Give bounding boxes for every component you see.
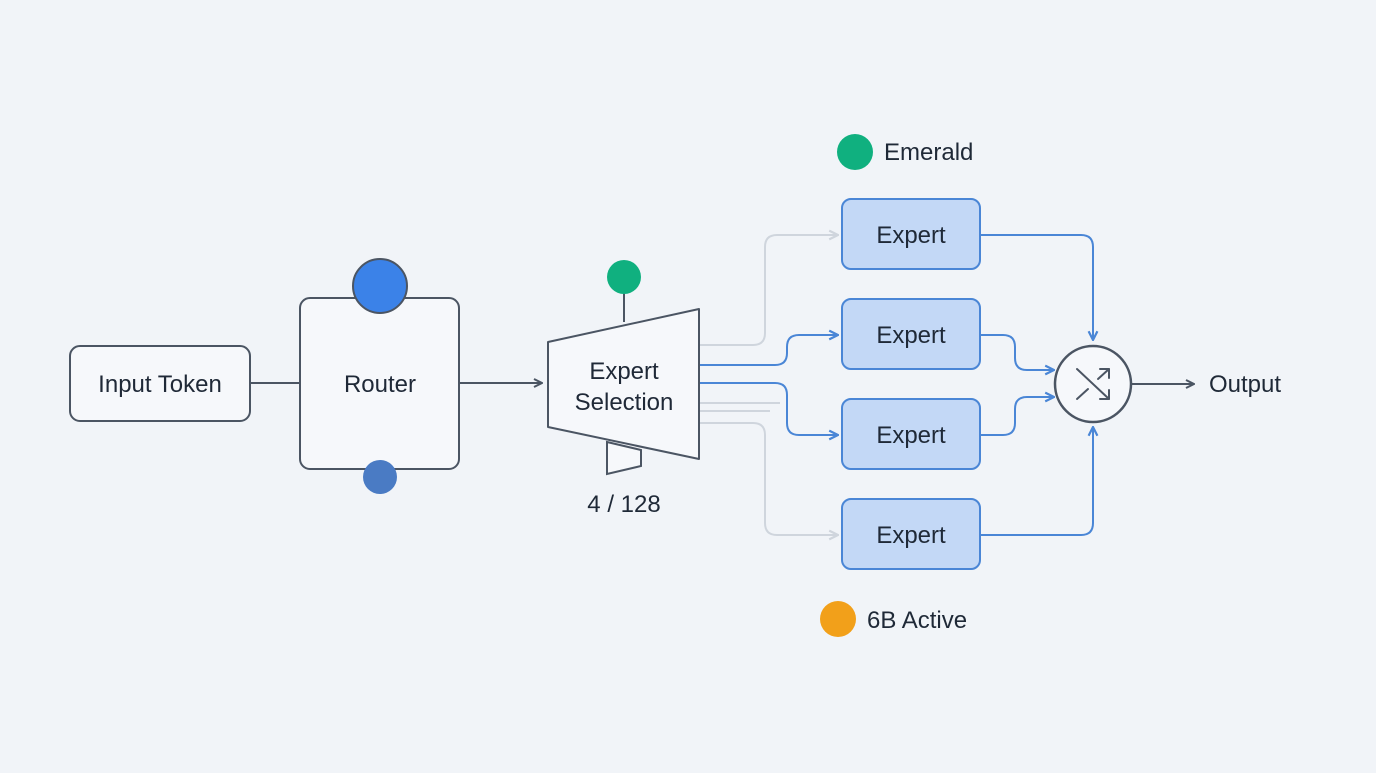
router-label: Router xyxy=(344,371,416,398)
expert-2: Expert xyxy=(841,298,981,370)
expert-1: Expert xyxy=(841,198,981,270)
emerald-dot xyxy=(837,134,873,170)
combiner-node xyxy=(1053,344,1133,424)
emerald-label: Emerald xyxy=(884,139,973,166)
combine-path-expert-2 xyxy=(981,334,1054,370)
expert-4: Expert xyxy=(841,498,981,570)
legend-active: 6B Active xyxy=(820,601,967,637)
active-path-expert-2 xyxy=(700,335,838,366)
legend-emerald: Emerald xyxy=(837,134,973,170)
expert-1-label: Expert xyxy=(876,222,946,249)
input-token-node: Input Token xyxy=(69,345,251,422)
shuffle-icon xyxy=(1076,368,1110,400)
active-label: 6B Active xyxy=(867,607,967,634)
router-top-dot xyxy=(352,258,408,314)
router-bottom-dot xyxy=(363,460,397,494)
active-path-expert-3 xyxy=(700,382,838,435)
selection-label-line1: Expert xyxy=(589,358,659,385)
active-paths xyxy=(700,335,838,435)
selection-label-line2: Selection xyxy=(575,389,674,416)
inactive-path-expert-1 xyxy=(700,235,838,346)
router-node: Router xyxy=(299,297,460,470)
inactive-paths xyxy=(700,235,838,535)
expert-3: Expert xyxy=(841,398,981,470)
expert-selection-node: Expert Selection 4 / 128 xyxy=(547,260,700,518)
expert-3-label: Expert xyxy=(876,422,946,449)
selection-emerald-dot xyxy=(607,260,641,294)
active-dot xyxy=(820,601,856,637)
combine-paths xyxy=(981,234,1093,536)
combine-path-expert-4 xyxy=(981,427,1093,536)
expert-2-label: Expert xyxy=(876,322,946,349)
combine-path-expert-1 xyxy=(981,234,1093,340)
inactive-path-expert-4 xyxy=(700,422,838,535)
output-label: Output xyxy=(1209,371,1281,398)
expert-4-label: Expert xyxy=(876,522,946,549)
input-token-label: Input Token xyxy=(98,371,222,398)
combine-path-expert-3 xyxy=(981,397,1054,436)
selection-ratio: 4 / 128 xyxy=(587,491,660,518)
